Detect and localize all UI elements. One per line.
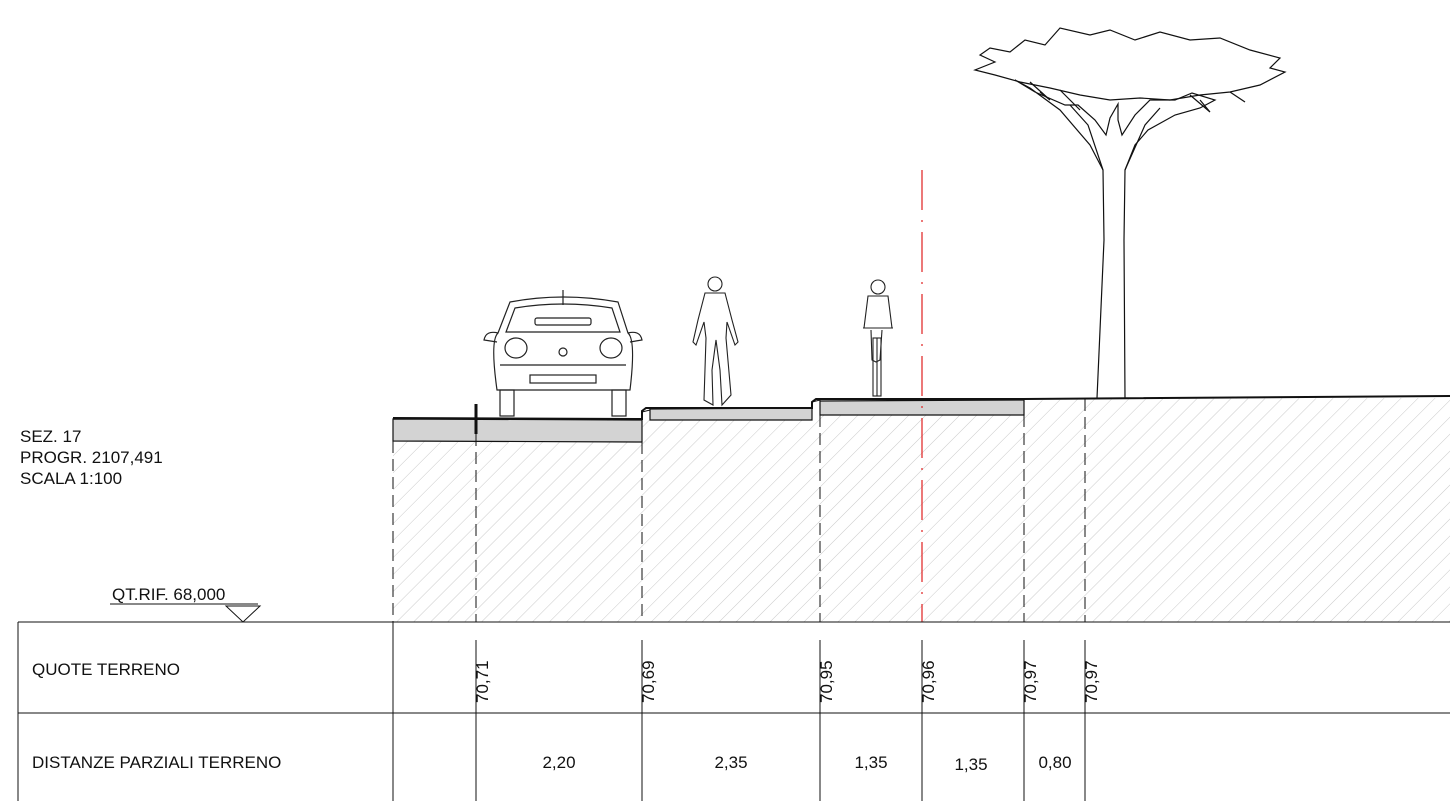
- distance-value: 2,20: [542, 753, 575, 772]
- distance-value: 2,35: [714, 753, 747, 772]
- cyclist-icon: [863, 279, 893, 397]
- reference-label: QT.RIF. 68,000: [112, 585, 225, 604]
- row-label-distances: DISTANZE PARZIALI TERRENO: [32, 753, 281, 772]
- reference-triangle: [224, 605, 262, 623]
- section-scale: SCALA 1:100: [20, 469, 122, 488]
- elevation-value: 70,69: [639, 660, 658, 703]
- data-table-grid: [17, 621, 1450, 801]
- row-label-elevations: QUOTE TERRENO: [32, 660, 180, 679]
- elevation-value: 70,97: [1082, 660, 1101, 703]
- tree-icon: [973, 27, 1287, 399]
- distance-value: 0,80: [1038, 753, 1071, 772]
- distance-value: 1,35: [854, 753, 887, 772]
- distance-value: 1,35: [954, 755, 987, 774]
- elevation-value: 70,96: [919, 660, 938, 703]
- elevation-value: 70,97: [1021, 660, 1040, 703]
- section-progressive: PROGR. 2107,491: [20, 448, 163, 467]
- elevation-value: 70,95: [817, 660, 836, 703]
- elevation-value: 70,71: [473, 660, 492, 703]
- sidewalk-pavement: [649, 407, 813, 421]
- car-icon: [483, 290, 643, 417]
- station-lines: [392, 399, 1086, 622]
- section-name: SEZ. 17: [20, 427, 81, 446]
- road-pavement: [392, 418, 643, 443]
- pedestrian-icon: [692, 276, 739, 407]
